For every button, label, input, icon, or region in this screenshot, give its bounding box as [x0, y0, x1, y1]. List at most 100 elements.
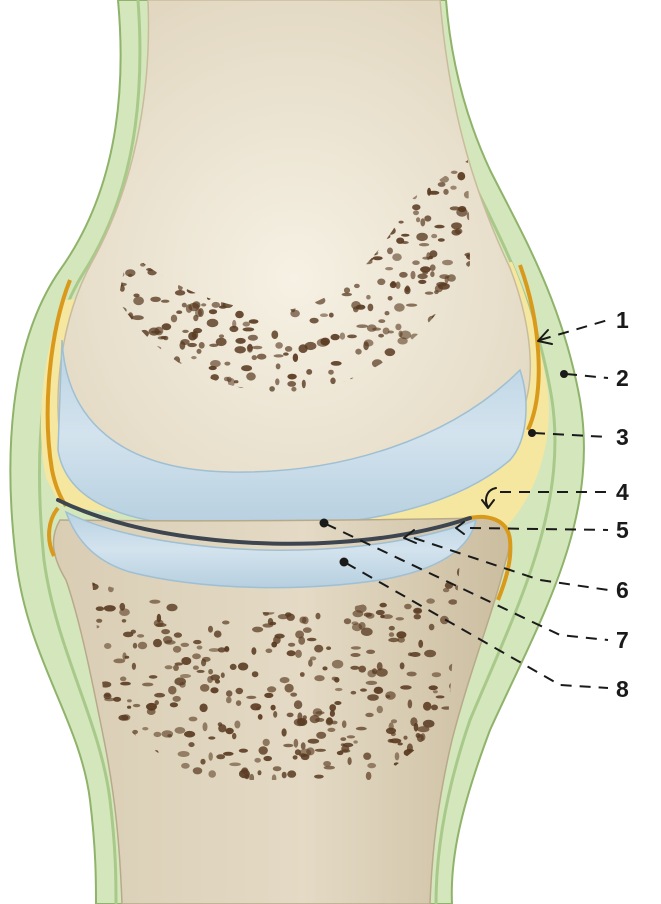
spongy-pore [154, 693, 165, 698]
spongy-pore [399, 221, 404, 224]
spongy-pore [229, 763, 241, 767]
leader-dot-3 [528, 429, 536, 437]
spongy-pore [414, 614, 421, 619]
spongy-pore [174, 677, 186, 685]
spongy-pore [243, 322, 250, 327]
spongy-pore [229, 326, 238, 332]
spongy-pore [367, 763, 376, 768]
spongy-pore [266, 649, 273, 654]
spongy-pore [308, 659, 313, 667]
spongy-pore [165, 665, 173, 669]
spongy-pore [418, 280, 426, 284]
spongy-pore [372, 668, 377, 674]
spongy-pore [161, 629, 170, 634]
spongy-pore [294, 700, 302, 709]
spongy-pore [254, 758, 261, 763]
spongy-pore [348, 757, 352, 765]
spongy-pore [162, 730, 174, 737]
spongy-pore [212, 302, 220, 308]
spongy-pore [408, 699, 413, 708]
spongy-pore [294, 739, 299, 748]
spongy-pore [182, 303, 187, 308]
spongy-pore [271, 330, 278, 339]
spongy-pore [252, 671, 259, 677]
spongy-pore [192, 301, 200, 309]
spongy-pore [432, 672, 441, 677]
spongy-pore [251, 647, 256, 655]
spongy-pore [178, 751, 190, 757]
spongy-pore [122, 619, 127, 623]
spongy-pore [433, 690, 438, 693]
spongy-pore [295, 650, 302, 658]
spongy-pore [285, 684, 294, 693]
spongy-pore [394, 303, 405, 311]
spongy-pore [132, 315, 144, 320]
spongy-pore [428, 191, 439, 195]
spongy-pore [216, 754, 225, 759]
spongy-pore [358, 666, 366, 673]
spongy-pore [200, 684, 209, 692]
spongy-pore [383, 328, 390, 335]
spongy-pore [438, 182, 446, 187]
spongy-pore [282, 772, 287, 779]
spongy-pore [180, 674, 191, 678]
spongy-pore [303, 627, 312, 633]
spongy-pore [113, 659, 125, 664]
spongy-pore [235, 311, 244, 319]
spongy-pore [224, 362, 230, 366]
spongy-pore [180, 341, 186, 349]
spongy-pore [282, 728, 287, 736]
spongy-pore [149, 328, 160, 336]
spongy-pore [192, 653, 201, 659]
spongy-pore [138, 642, 147, 649]
spongy-pore [445, 276, 449, 284]
spongy-pore [308, 739, 320, 744]
callout-7: 7 [616, 627, 629, 653]
spongy-pore [168, 686, 176, 695]
spongy-pore [431, 234, 437, 238]
leader-dot-8 [340, 558, 349, 567]
spongy-pore [426, 598, 435, 603]
spongy-pore [258, 770, 262, 775]
spongy-pore [273, 766, 282, 771]
spongy-pore [125, 656, 130, 659]
spongy-pore [257, 354, 267, 360]
spongy-pore [356, 324, 368, 328]
spongy-pore [221, 672, 225, 678]
spongy-pore [326, 646, 331, 650]
spongy-pore [236, 688, 244, 694]
spongy-pore [207, 319, 219, 327]
spongy-pore [395, 752, 400, 760]
spongy-pore [343, 743, 354, 747]
callout-6: 6 [616, 577, 629, 603]
spongy-pore [208, 770, 216, 778]
spongy-pore [380, 603, 387, 608]
spongy-pore [405, 285, 410, 292]
spongy-pore [285, 346, 292, 352]
spongy-pore [334, 701, 341, 705]
spongy-pore [450, 186, 456, 190]
spongy-pore [259, 746, 268, 755]
spongy-pore [142, 727, 148, 730]
spongy-pore [434, 225, 444, 229]
spongy-pore [271, 705, 276, 711]
spongy-pore [207, 676, 213, 683]
spongy-pore [208, 736, 215, 739]
spongy-pore [351, 691, 357, 695]
spongy-pore [314, 775, 324, 779]
spongy-pore [350, 653, 360, 657]
spongy-pore [175, 727, 186, 734]
spongy-pore [330, 710, 335, 717]
spongy-pore [246, 372, 256, 380]
spongy-pore [181, 657, 191, 665]
spongy-pore [200, 704, 208, 713]
spongy-pore [182, 330, 189, 333]
spongy-pore [226, 690, 232, 697]
spongy-pore [137, 634, 144, 638]
spongy-pore [209, 309, 217, 314]
spongy-pore [416, 217, 420, 222]
spongy-pore [173, 646, 181, 653]
spongy-pore [420, 218, 425, 226]
spongy-pore [342, 720, 347, 728]
